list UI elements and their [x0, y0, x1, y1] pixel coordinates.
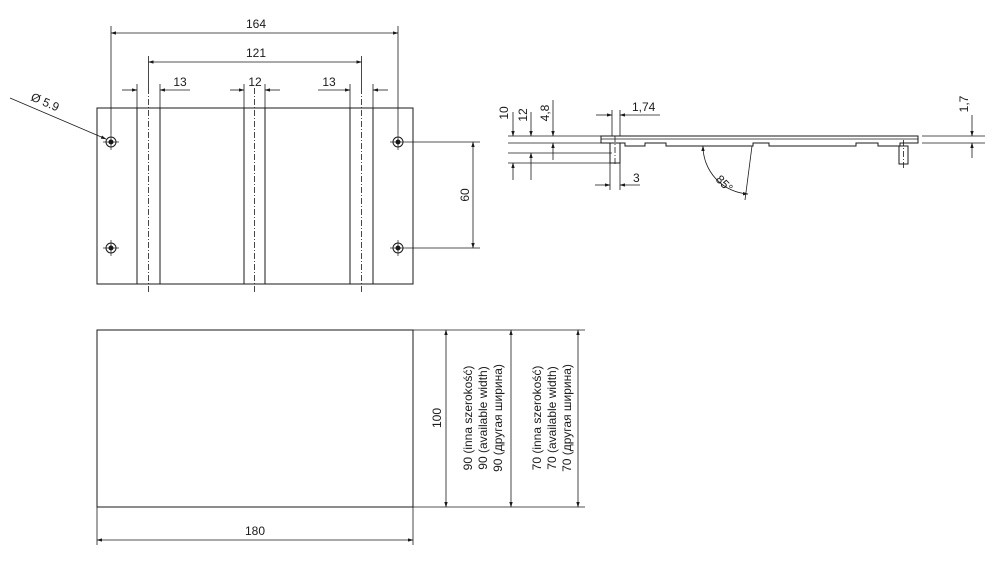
dim-label-164: 164 [246, 17, 266, 31]
label-70-pl: 70 (inna szerokość) [530, 366, 544, 471]
dim-label-180: 180 [245, 524, 265, 538]
label-70-ru: 70 (другая ширина) [560, 364, 574, 472]
dim-label-4-8: 4,8 [538, 104, 552, 121]
top-view: 164 121 13 12 13 Ø 5.9 60 [9, 17, 480, 292]
label-90-pl: 90 (inna szerokość) [461, 366, 475, 471]
slot-left [136, 88, 161, 292]
hole-bottom-right [390, 240, 406, 256]
front-outline [96, 329, 414, 508]
dim-label-60: 60 [458, 188, 472, 202]
label-90-en: 90 (available width) [476, 366, 490, 469]
dim-label-1-7: 1,7 [957, 95, 971, 112]
label-70-en: 70 (available width) [545, 366, 559, 469]
dim-label-slot-right: 13 [322, 75, 336, 89]
hole-bottom-left [103, 240, 119, 256]
plate-outline [96, 107, 414, 285]
dim-label-hole: Ø 5.9 [29, 90, 62, 114]
hole-top-left [103, 134, 119, 150]
dim-label-3: 3 [633, 171, 640, 185]
profile-outline [600, 135, 919, 147]
front-view: 180 100 90 (inna szerokość) 90 (availabl… [96, 329, 585, 545]
dim-label-slot-mid: 12 [248, 75, 262, 89]
dim-label-angle: 85° [713, 172, 736, 195]
dim-label-slot-left: 13 [173, 75, 187, 89]
hole-top-right [390, 134, 406, 150]
side-view: 10 12 4,8 1,74 3 85° 1,7 [497, 95, 985, 201]
dim-label-100: 100 [430, 408, 444, 428]
slot-right [349, 88, 374, 292]
angle-arc [701, 145, 749, 196]
dim-label-1-74: 1,74 [632, 100, 656, 114]
hole-leader [9, 97, 107, 140]
dim-label-121: 121 [246, 46, 266, 60]
label-90-ru: 90 (другая ширина) [491, 364, 505, 472]
dim-label-10: 10 [497, 106, 511, 120]
dim-label-12: 12 [516, 108, 530, 122]
slot-middle [243, 88, 266, 292]
